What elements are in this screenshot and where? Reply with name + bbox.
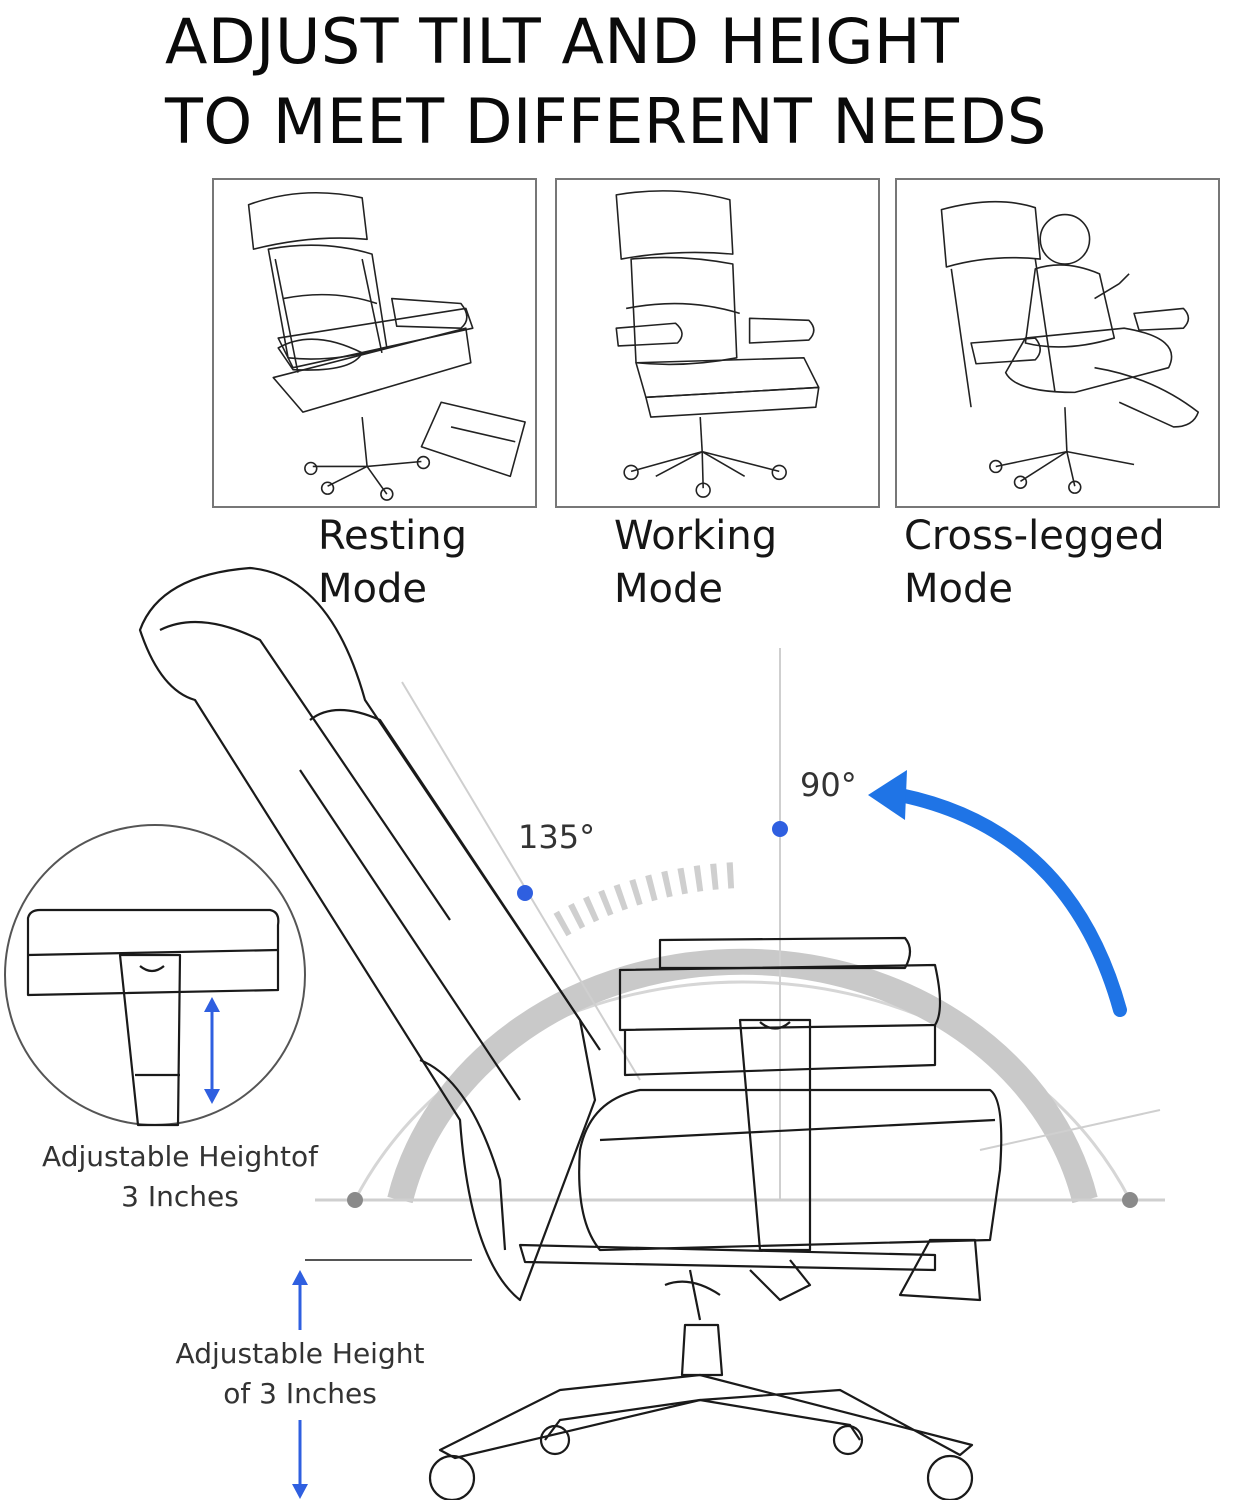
seat-caption-line2: of 3 Inches bbox=[223, 1377, 377, 1410]
seat-height-indicator bbox=[292, 1259, 472, 1499]
working-mode-label-line1: Working bbox=[614, 513, 778, 559]
seat-height-caption: Adjustable Height of 3 Inches bbox=[160, 1334, 440, 1414]
resting-chair-illustration bbox=[247, 191, 526, 501]
armrest-caption-line1: Adjustable Heightof bbox=[42, 1140, 318, 1173]
working-chair-illustration bbox=[615, 190, 820, 498]
cross-legged-mode-label-line2: Mode bbox=[904, 566, 1013, 612]
recline-angle-label: 135° bbox=[518, 818, 596, 856]
seat-caption-line1: Adjustable Height bbox=[175, 1337, 425, 1370]
tilt-range-arcs bbox=[315, 648, 1165, 1208]
working-mode-panel bbox=[555, 178, 880, 508]
working-mode-label-line2: Mode bbox=[614, 566, 723, 612]
title-line-2: TO MEET DIFFERENT NEEDS bbox=[165, 85, 1047, 158]
armrest-caption-line2: 3 Inches bbox=[121, 1180, 239, 1213]
chair-outline bbox=[138, 566, 1003, 1500]
resting-mode-label-line2: Mode bbox=[318, 566, 427, 612]
upright-angle-marker bbox=[772, 821, 788, 837]
cross-legged-mode-panel bbox=[895, 178, 1220, 508]
resting-mode-panel bbox=[212, 178, 537, 508]
cross-legged-mode-label-line1: Cross-legged bbox=[904, 513, 1165, 559]
double-arrow-icon bbox=[204, 997, 220, 1104]
recline-angle-marker bbox=[517, 885, 533, 901]
page-title: ADJUST TILT AND HEIGHT TO MEET DIFFERENT… bbox=[165, 2, 1047, 162]
armrest-detail-inset bbox=[4, 824, 306, 1127]
curved-arrow-icon bbox=[868, 770, 1127, 1017]
upright-angle-label: 90° bbox=[800, 766, 857, 804]
armrest-height-caption: Adjustable Heightof 3 Inches bbox=[30, 1137, 330, 1217]
title-line-1: ADJUST TILT AND HEIGHT bbox=[165, 5, 960, 78]
resting-mode-label-line1: Resting bbox=[318, 513, 467, 559]
working-mode-label: Working Mode bbox=[614, 510, 777, 616]
cross-legged-mode-label: Cross-legged Mode bbox=[904, 510, 1165, 616]
resting-mode-label: Resting Mode bbox=[318, 510, 467, 616]
cross-legged-chair-illustration bbox=[940, 200, 1200, 494]
